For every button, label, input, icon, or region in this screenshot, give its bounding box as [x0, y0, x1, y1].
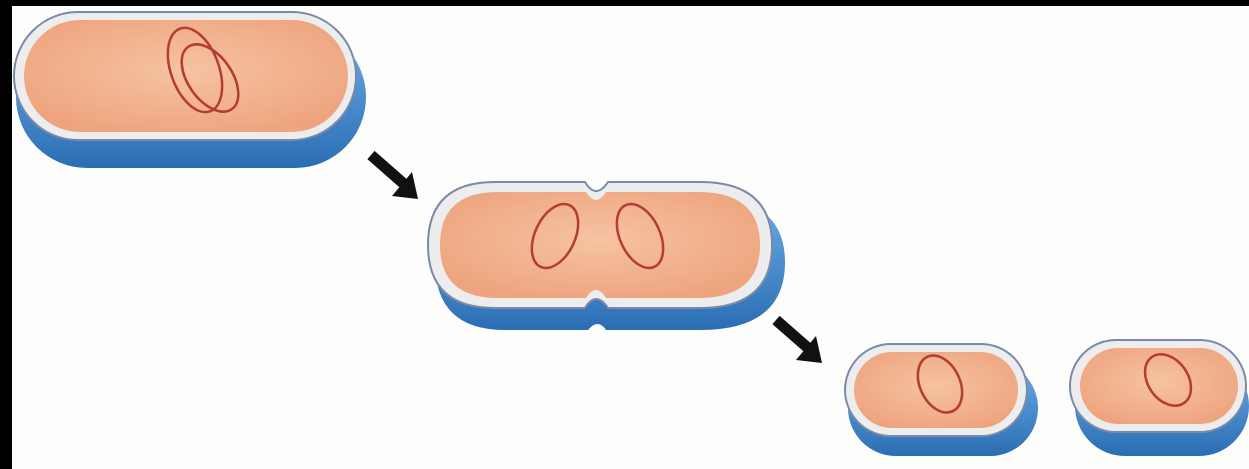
daughter-2-cytoplasm	[1080, 348, 1238, 424]
parent-cytoplasm	[24, 20, 348, 132]
daughter-cell-2	[1070, 340, 1249, 456]
dividing-cytoplasm	[440, 192, 760, 298]
parent-cell	[14, 12, 366, 168]
daughter-1-cytoplasm	[854, 352, 1018, 428]
daughter-cell-1	[845, 344, 1038, 456]
dividing-cell	[428, 182, 785, 330]
